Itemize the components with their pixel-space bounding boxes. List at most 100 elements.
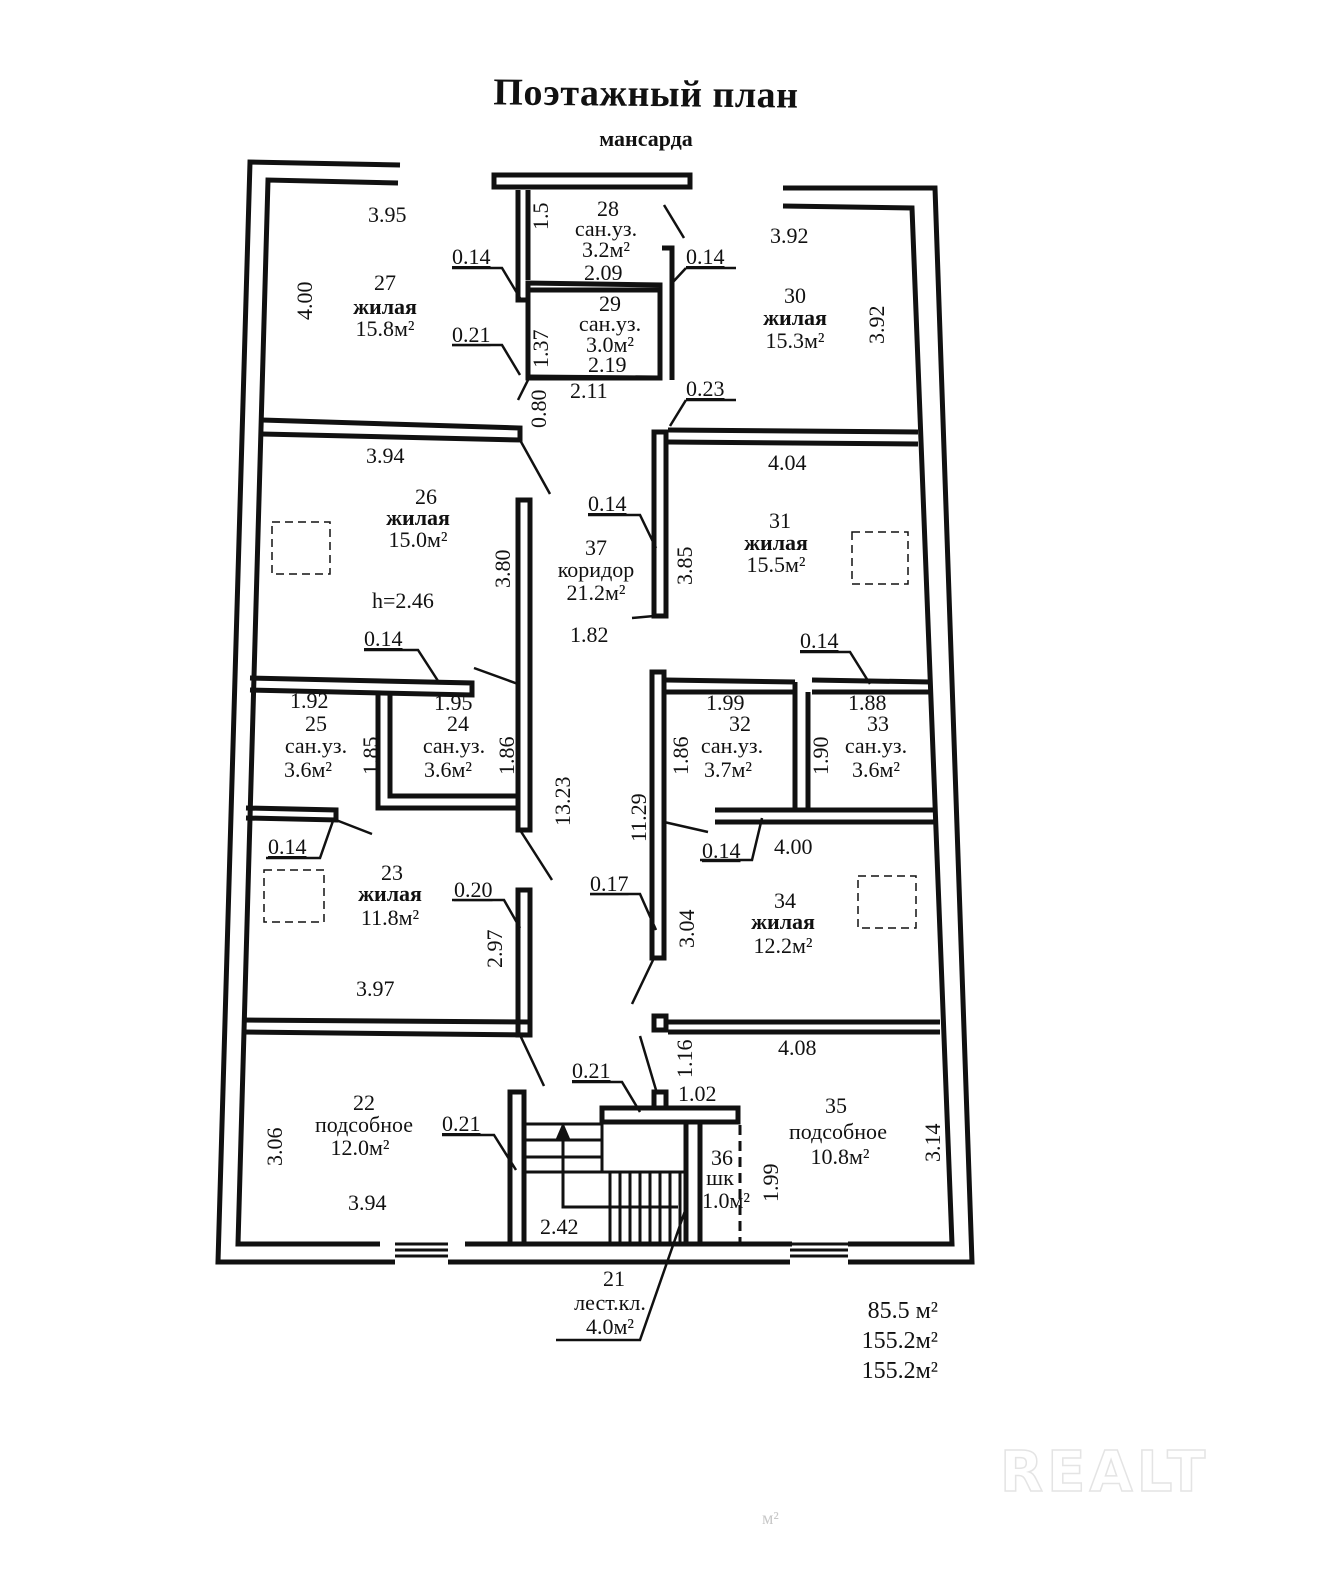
room-number: 27 — [374, 270, 396, 295]
dimension: 1.86 — [494, 737, 519, 776]
leader — [590, 892, 658, 931]
dimension: 0.80 — [526, 390, 551, 429]
dimension: 3.92 — [770, 223, 809, 248]
plan-subtitle: мансарда — [599, 126, 693, 151]
dimension: 1.5 — [528, 203, 553, 231]
skylight-26 — [271, 521, 331, 575]
dimension: 0.14 — [588, 491, 627, 516]
room-number: 29 — [599, 291, 621, 316]
room-type: лест.кл. — [574, 1290, 646, 1315]
leader — [668, 398, 736, 427]
dimension: 0.17 — [590, 871, 629, 896]
room-number: 31 — [769, 508, 791, 533]
room-area: 10.8м² — [810, 1144, 869, 1169]
top-center-wall — [491, 172, 693, 190]
dimension: 0.21 — [572, 1058, 611, 1083]
dimension-labels: 3.95 4.00 1.5 2.09 0.14 0.14 0.21 1.37 2… — [262, 202, 945, 1239]
room-number: 34 — [774, 888, 796, 913]
door-swing — [335, 204, 709, 1091]
dimension: 4.00 — [292, 282, 317, 321]
stair-arrow-line — [561, 1135, 678, 1209]
room-type: жилая — [358, 881, 422, 906]
room-area: 3.7м² — [704, 757, 752, 782]
dimension: 2.19 — [588, 352, 627, 377]
room-type: сан.уз. — [575, 216, 637, 241]
dimension: 0.14 — [702, 838, 741, 863]
dimension: 3.92 — [864, 306, 889, 345]
room-number: 37 — [585, 535, 607, 560]
stair-arrow-head — [554, 1122, 572, 1142]
dimension: 2.09 — [584, 260, 623, 285]
dimension: 13.23 — [550, 777, 575, 827]
dimension: 3.94 — [366, 443, 405, 468]
dimension: 11.29 — [626, 793, 651, 842]
room-32-33-wall — [665, 677, 935, 825]
leader — [572, 1080, 642, 1113]
skylights — [263, 521, 917, 929]
corridor-wall-right2 — [649, 669, 667, 961]
window-bottom-right — [790, 1242, 848, 1258]
room-type: сан.уз. — [285, 733, 347, 758]
room-area: 3.6м² — [284, 757, 332, 782]
room-number: 25 — [305, 711, 327, 736]
dimension: 2.97 — [482, 930, 507, 969]
wall-25-23 — [245, 805, 339, 823]
skylight-23 — [263, 869, 325, 923]
dimension: h=2.46 — [372, 588, 434, 613]
stair-wall — [507, 1089, 527, 1247]
room-number: 28 — [597, 196, 619, 221]
corridor-wall-left — [515, 497, 533, 833]
leader — [556, 1207, 688, 1342]
dimension: 1.99 — [758, 1164, 783, 1203]
dimension: 3.04 — [674, 910, 699, 949]
room-number: 30 — [784, 283, 806, 308]
dimension: 1.99 — [706, 690, 745, 715]
leader — [442, 1133, 518, 1171]
dimension: 0.14 — [800, 628, 839, 653]
footer-mark: м² — [762, 1508, 779, 1528]
outer-wall — [215, 159, 975, 1265]
leader-lines — [266, 204, 872, 1342]
room-type: жилая — [763, 305, 827, 330]
total-area-general: 155.2м² — [862, 1358, 938, 1384]
dimension: 0.14 — [268, 834, 307, 859]
total-living-area: 85.5 м² — [868, 1298, 938, 1324]
dimension: 1.37 — [528, 330, 553, 369]
dimension: 3.95 — [368, 202, 407, 227]
stair-landing — [524, 1122, 686, 1174]
room-area: 3.6м² — [852, 757, 900, 782]
dimension: 0.20 — [454, 877, 493, 902]
leader — [588, 513, 658, 549]
room-area: 3.0м² — [586, 332, 634, 357]
room-area: 21.2м² — [566, 580, 625, 605]
room-type: подсобное — [789, 1119, 887, 1144]
corridor-wall-right — [651, 429, 669, 619]
room-type: сан.уз. — [701, 733, 763, 758]
room-labels: 27 жилая 15.8м² 28 сан.уз. 3.2м² 29 сан.… — [284, 196, 907, 1339]
total-area: 155.2м² — [862, 1328, 938, 1354]
room-number: 21 — [603, 1266, 625, 1291]
room-24-wall — [375, 695, 518, 811]
room-29-wall — [525, 287, 663, 381]
dimension: 1.85 — [358, 737, 383, 776]
wall-23-22 — [241, 1017, 533, 1038]
dimension: 3.85 — [672, 547, 697, 586]
dimension: 1.90 — [808, 737, 833, 776]
dimension: 0.14 — [452, 244, 491, 269]
room-area: 12.2м² — [753, 933, 812, 958]
room-area: 15.3м² — [765, 328, 824, 353]
leader — [364, 648, 442, 685]
window-bottom-left — [395, 1242, 448, 1258]
leader — [452, 898, 522, 929]
dimension: 2.42 — [540, 1214, 579, 1239]
room-area: 11.8м² — [361, 905, 420, 930]
room-number: 22 — [353, 1090, 375, 1115]
room-type: жилая — [386, 505, 450, 530]
room-number: 36 — [711, 1145, 733, 1170]
wall-26-25 — [249, 675, 475, 698]
room-type: сан.уз. — [579, 311, 641, 336]
room-number: 24 — [447, 711, 469, 736]
room-number: 23 — [381, 860, 403, 885]
dimension: 4.04 — [768, 450, 807, 475]
